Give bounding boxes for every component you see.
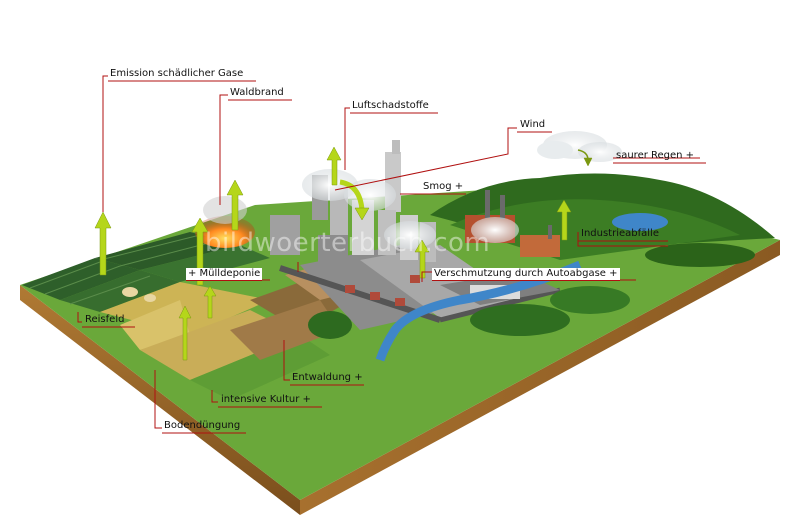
smog-clouds bbox=[302, 131, 622, 249]
label-reisfeld: Reisfeld bbox=[85, 314, 125, 325]
label-entwaldung: Entwaldung + bbox=[292, 372, 363, 383]
label-waldbrand: Waldbrand bbox=[230, 87, 284, 98]
label-luftschadstoffe: Luftschadstoffe bbox=[352, 100, 429, 111]
label-bodenduengung: Bodendüngung bbox=[164, 420, 241, 431]
label-autoabgase: Verschmutzung durch Autoabgase + bbox=[432, 268, 620, 281]
river bbox=[375, 260, 582, 362]
label-industrieabfaelle: Industrieabfälle bbox=[581, 228, 659, 239]
tree-clusters bbox=[122, 243, 755, 339]
label-intensive-kultur: intensive Kultur + bbox=[221, 394, 311, 405]
label-emission: Emission schädlicher Gase bbox=[110, 68, 244, 79]
label-muelldeponie: + Mülldeponie bbox=[186, 268, 263, 281]
emission-arrows bbox=[94, 146, 593, 361]
watermark: bildwoerterbuch.com bbox=[205, 228, 491, 258]
leader-lines bbox=[77, 75, 700, 429]
rice-terraces bbox=[22, 232, 270, 350]
label-wind: Wind bbox=[520, 119, 546, 130]
label-smog: Smog + bbox=[423, 181, 464, 192]
label-saurer-regen: saurer Regen + bbox=[616, 150, 695, 161]
